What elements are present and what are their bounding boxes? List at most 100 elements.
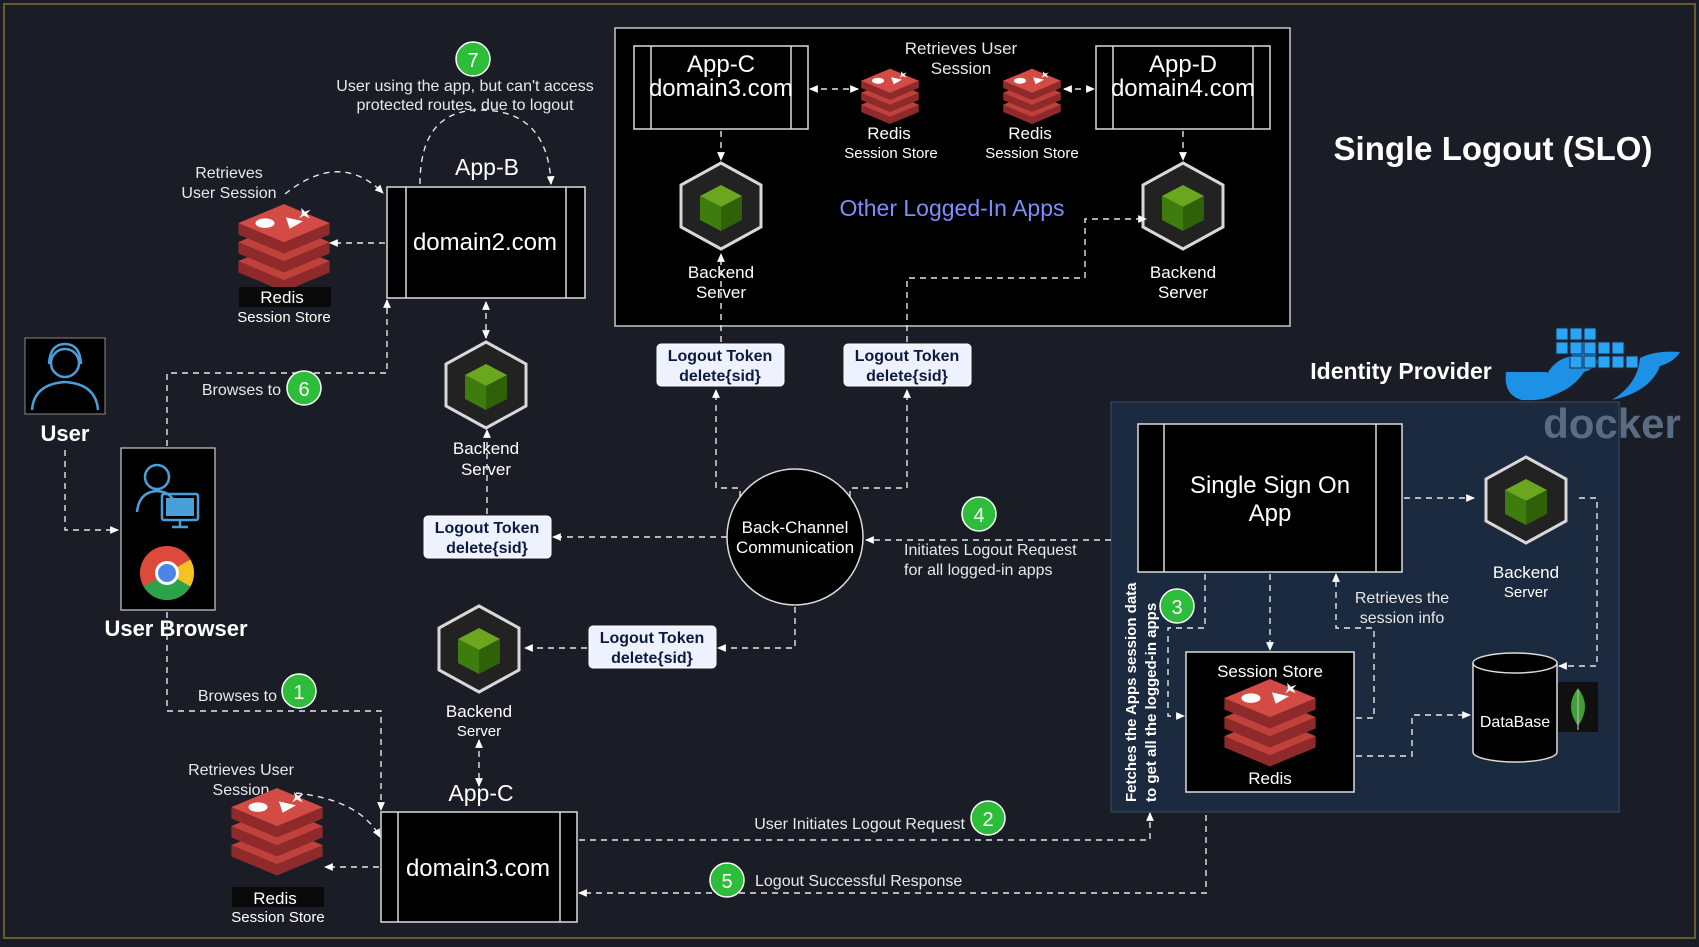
other-app-c-label: App-C bbox=[687, 51, 755, 78]
other-app-d-box[interactable]: App-D domain4.com bbox=[1095, 45, 1271, 130]
app-c-retrieves-line2: Session bbox=[213, 782, 270, 799]
idp-session-store[interactable]: Session Store Redis bbox=[1185, 651, 1355, 793]
back-channel-line1: Back-Channel bbox=[742, 518, 849, 537]
other-retrieves-line1: Retrieves User bbox=[905, 39, 1018, 58]
app-b-redis-label-bg bbox=[239, 287, 331, 307]
step4-line1: Initiates Logout Request bbox=[904, 542, 1077, 559]
session-store-redis: Redis bbox=[1248, 769, 1291, 788]
token-line2: delete{sid} bbox=[611, 650, 693, 667]
logout-token-4: Logout Token delete{sid} bbox=[588, 625, 717, 669]
step5-text: Logout Successful Response bbox=[755, 873, 962, 890]
idp-retrieves-line2: session info bbox=[1360, 610, 1445, 627]
svg-text:1: 1 bbox=[293, 682, 304, 704]
back-channel-node[interactable]: Back-Channel Communication bbox=[726, 468, 864, 606]
step-badge-7: 7 bbox=[455, 41, 491, 77]
token-line1: Logout Token bbox=[600, 630, 705, 647]
app-b-backend-line1: Backend bbox=[453, 439, 519, 458]
step-badge-5: 5 bbox=[709, 862, 745, 898]
app-b-backend-line2: Server bbox=[461, 460, 511, 479]
idp-fetch-note: Fetches the Apps session data to get all… bbox=[1123, 582, 1160, 802]
other-redis-left-label: Redis bbox=[867, 124, 910, 143]
backend-cube-icon bbox=[444, 340, 528, 430]
app-c-label: App-C bbox=[448, 780, 513, 806]
sso-app-line2: App bbox=[1249, 500, 1292, 527]
other-app-c-box[interactable]: App-C domain3.com bbox=[633, 45, 809, 130]
user-icon bbox=[24, 337, 106, 415]
back-channel-line2: Communication bbox=[736, 538, 854, 557]
app-b-domain: domain2.com bbox=[413, 229, 557, 256]
app-b-note-line1: User using the app, but can't access bbox=[336, 78, 593, 95]
app-b-redis-sub: Session Store bbox=[237, 309, 330, 326]
token-line1: Logout Token bbox=[668, 348, 773, 365]
user-label: User bbox=[41, 421, 90, 446]
logout-token-2: Logout Token delete{sid} bbox=[843, 343, 972, 387]
backend-cube-icon bbox=[437, 604, 521, 694]
svg-text:6: 6 bbox=[298, 379, 309, 401]
token-line2: delete{sid} bbox=[679, 368, 761, 385]
step-badge-1: 1 bbox=[281, 673, 317, 709]
browser-label: User Browser bbox=[104, 616, 248, 641]
app-c-domain-box[interactable]: domain3.com bbox=[380, 811, 578, 923]
app-b-retrieves-line1: Retrieves bbox=[195, 165, 263, 182]
connectors bbox=[64, 85, 1598, 897]
app-c-redis-label-bg bbox=[232, 887, 324, 907]
logout-token-1: Logout Token delete{sid} bbox=[656, 343, 785, 387]
svg-text:4: 4 bbox=[973, 505, 984, 527]
other-backend-right-line2: Server bbox=[1158, 283, 1208, 302]
other-app-c-domain: domain3.com bbox=[649, 75, 793, 102]
other-redis-left-sub: Session Store bbox=[844, 145, 937, 162]
token-line1: Logout Token bbox=[855, 348, 960, 365]
session-store-title: Session Store bbox=[1217, 662, 1323, 681]
chrome-icon bbox=[140, 546, 195, 601]
idp-title: Identity Provider bbox=[1310, 358, 1492, 384]
step4-line2: for all logged-in apps bbox=[904, 562, 1053, 579]
svg-text:7: 7 bbox=[467, 50, 478, 72]
step-badge-6: 6 bbox=[286, 370, 322, 406]
logout-token-3: Logout Token delete{sid} bbox=[423, 515, 552, 559]
database-label: DataBase bbox=[1480, 714, 1550, 731]
idp-backend-line2: Server bbox=[1504, 584, 1548, 601]
other-apps-title: Other Logged-In Apps bbox=[839, 195, 1064, 221]
redis-icon bbox=[238, 204, 330, 292]
app-c-backend-line1: Backend bbox=[446, 702, 512, 721]
mongodb-leaf-icon bbox=[1558, 682, 1598, 732]
step2-text: User Initiates Logout Request bbox=[754, 816, 965, 833]
other-redis-right-label: Redis bbox=[1008, 124, 1051, 143]
svg-text:5: 5 bbox=[721, 871, 732, 893]
app-b-note-line2: protected routes, due to logout bbox=[356, 97, 574, 114]
idp-fetch-line1: Fetches the Apps session data bbox=[1123, 582, 1140, 802]
idp-fetch-line2: to get all the logged-in apps bbox=[1143, 603, 1160, 802]
step-badge-4: 4 bbox=[961, 496, 997, 532]
page-title: Single Logout (SLO) bbox=[1334, 130, 1653, 167]
app-b-domain-box[interactable]: domain2.com bbox=[386, 186, 586, 299]
step-badge-3: 3 bbox=[1159, 588, 1195, 624]
app-c-redis-label: Redis bbox=[253, 889, 296, 908]
app-c-backend-line2: Server bbox=[457, 723, 501, 740]
docker-icon bbox=[1505, 327, 1680, 401]
docker-label: docker bbox=[1543, 400, 1681, 447]
sso-app-line1: Single Sign On bbox=[1190, 472, 1350, 499]
app-b-label: App-B bbox=[455, 154, 519, 180]
other-backend-right-line1: Backend bbox=[1150, 263, 1216, 282]
database-cylinder-icon[interactable]: DataBase bbox=[1472, 652, 1558, 763]
sso-app-box[interactable]: Single Sign On App bbox=[1137, 423, 1403, 573]
app-c-retrieves-line1: Retrieves User bbox=[188, 762, 294, 779]
idp-retrieves-line1: Retrieves the bbox=[1355, 590, 1449, 607]
token-line2: delete{sid} bbox=[446, 540, 528, 557]
token-line1: Logout Token bbox=[435, 520, 540, 537]
outer-frame bbox=[3, 3, 1696, 939]
browser-user-icon bbox=[135, 463, 200, 529]
other-app-d-label: App-D bbox=[1149, 51, 1217, 78]
redis-icon bbox=[231, 788, 323, 876]
app-c-redis-sub: Session Store bbox=[231, 909, 324, 926]
app-b-retrieves-line2: User Session bbox=[181, 185, 276, 202]
other-retrieves-line2: Session bbox=[931, 59, 991, 78]
app-c-domain: domain3.com bbox=[406, 855, 550, 882]
token-line2: delete{sid} bbox=[866, 368, 948, 385]
browser-box[interactable] bbox=[120, 447, 216, 611]
app-b-redis-label: Redis bbox=[260, 288, 303, 307]
svg-text:2: 2 bbox=[982, 809, 993, 831]
step6-text: Browses to bbox=[202, 382, 281, 399]
